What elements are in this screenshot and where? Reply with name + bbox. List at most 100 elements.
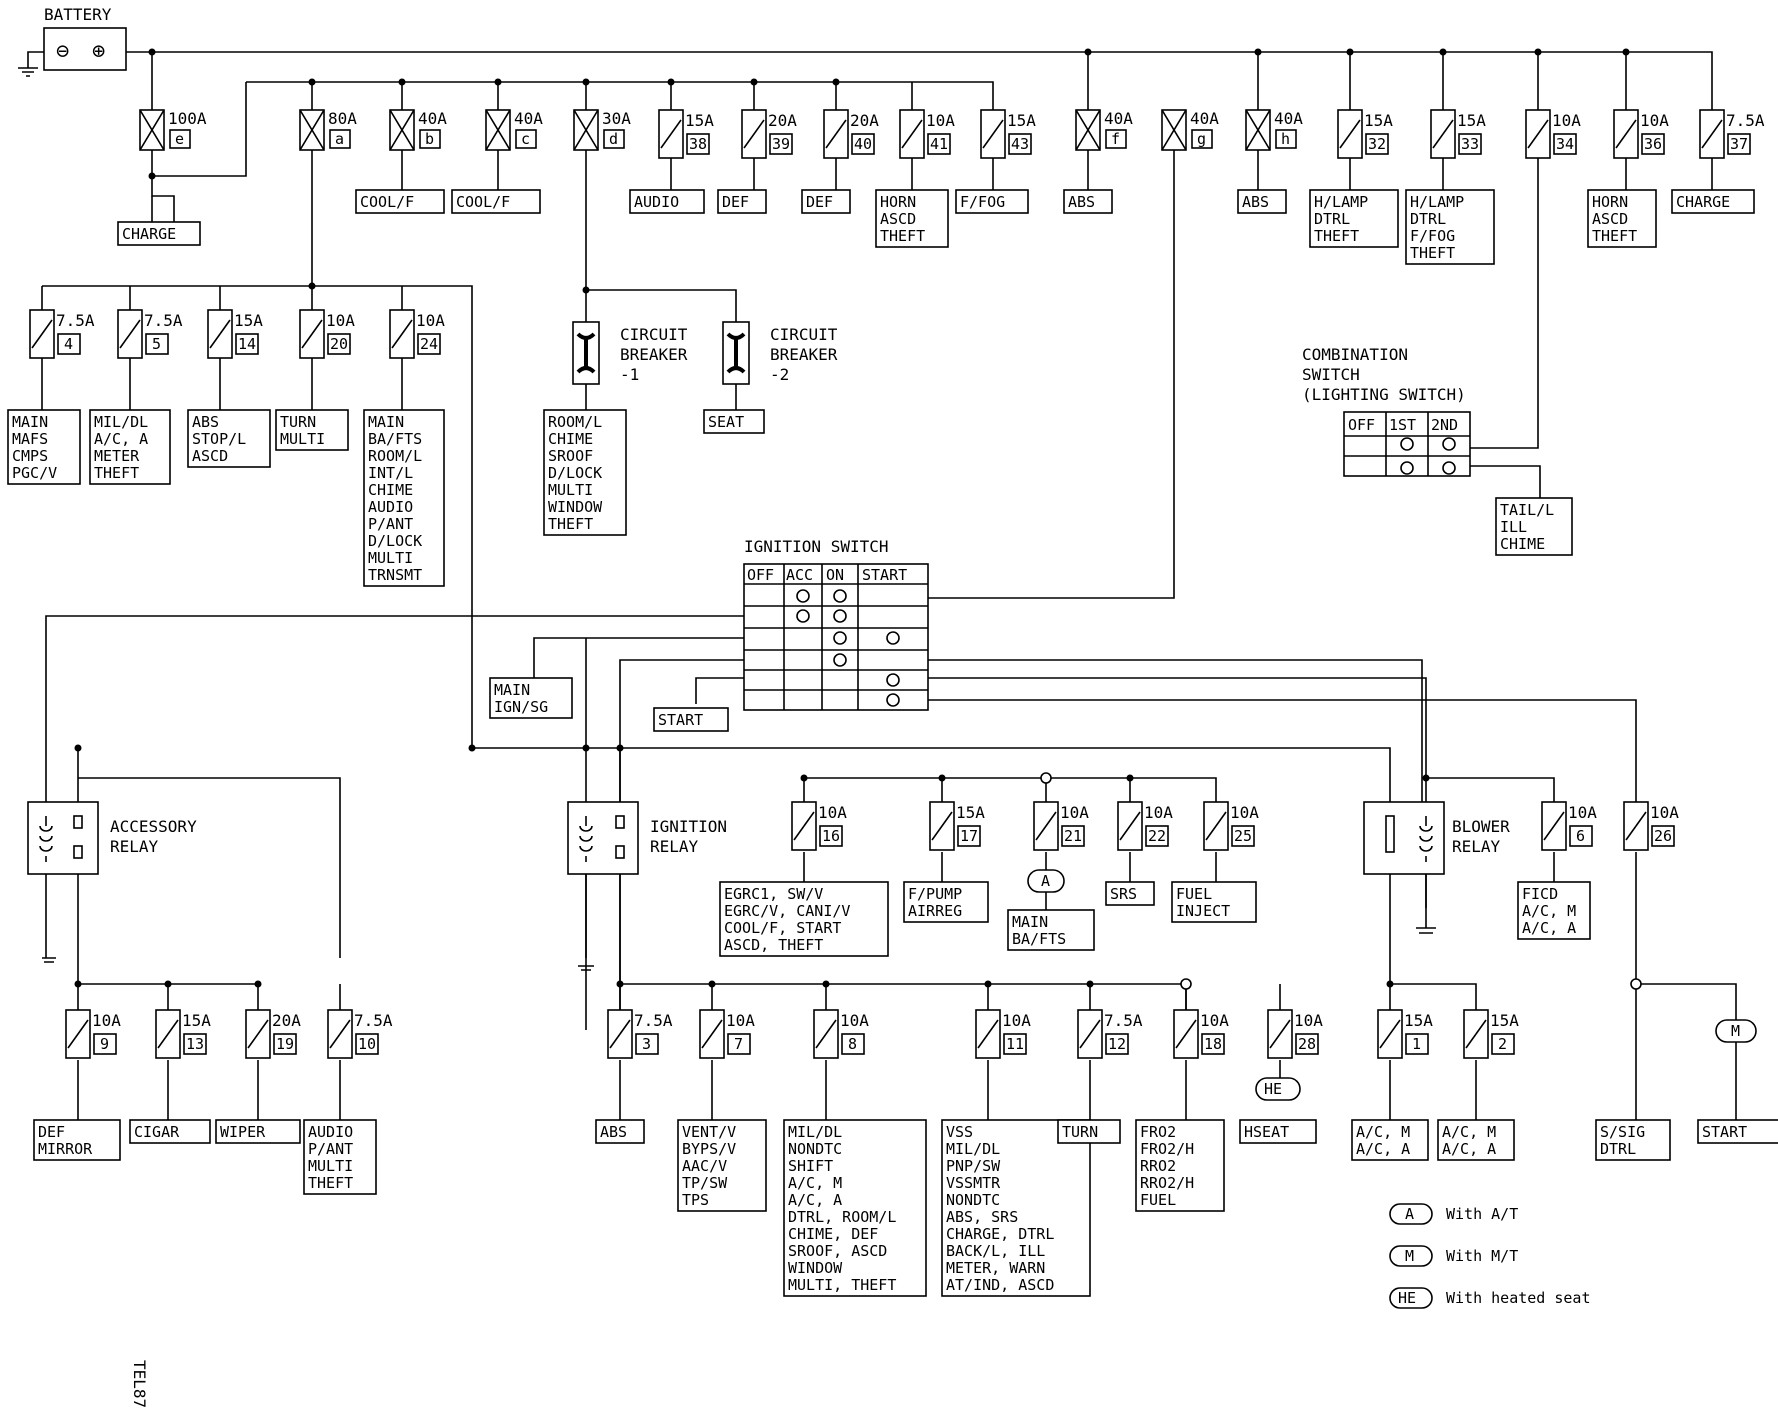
fuse-number: 13 — [186, 1035, 204, 1053]
load-box-srs: SRS — [1105, 881, 1155, 906]
fusible-link-amp: 40A — [1190, 109, 1219, 128]
load-label: WIPER — [220, 1123, 266, 1141]
fuse-amp: 20A — [850, 111, 879, 130]
load-label: AIRREG — [908, 902, 962, 920]
fuse-number: 11 — [1006, 1035, 1024, 1053]
option-mark-he: HE — [1255, 1077, 1301, 1101]
fuse-number: 28 — [1298, 1035, 1316, 1053]
option-mark-he-label: HE — [1264, 1080, 1282, 1098]
load-label: DEF — [38, 1123, 65, 1141]
fuse-amp: 15A — [956, 803, 985, 822]
load-label: ABS — [192, 413, 219, 431]
combination-switch-col-1st: 1ST — [1389, 416, 1416, 434]
load-box-wiper: WIPER — [215, 1119, 301, 1144]
load-label: HORN — [880, 193, 916, 211]
legend-mark-at: A — [1405, 1205, 1414, 1223]
fuse-number: 32 — [1368, 135, 1386, 153]
fuse-amp: 10A — [1002, 1011, 1031, 1030]
load-label: MULTI — [280, 430, 325, 448]
load-label: DTRL, ROOM/L — [788, 1208, 896, 1226]
load-label: S/SIG — [1600, 1123, 1645, 1141]
load-label: ABS — [600, 1123, 627, 1141]
fuse-amp: 10A — [1144, 803, 1173, 822]
circuit-breaker-1-line1: CIRCUIT — [620, 325, 688, 344]
fuse-number: 2 — [1498, 1035, 1507, 1053]
load-label: TURN — [1062, 1123, 1098, 1141]
load-label: FUEL — [1140, 1191, 1176, 1209]
load-label: THEFT — [880, 227, 925, 245]
fusible-link-number: g — [1197, 130, 1206, 148]
load-label: MULTI — [368, 549, 413, 567]
fuse-number: 7 — [734, 1035, 743, 1053]
load-label: THEFT — [1410, 244, 1455, 262]
accessory-relay-label2: RELAY — [110, 837, 159, 856]
load-label: TURN — [280, 413, 316, 431]
fuse-amp: 20A — [272, 1011, 301, 1030]
fuse-amp: 7.5A — [56, 311, 95, 330]
fuse-amp: 15A — [234, 311, 263, 330]
fuse-number: 16 — [822, 827, 840, 845]
load-label: SHIFT — [788, 1157, 833, 1175]
ignition-switch: IGNITION SWITCH OFF ACC ON START — [743, 537, 929, 711]
load-label: FRO2/H — [1140, 1140, 1194, 1158]
load-label: BYPS/V — [682, 1140, 736, 1158]
load-label: CIGAR — [134, 1123, 180, 1141]
blower-relay-label2: RELAY — [1452, 837, 1501, 856]
circuit-breaker-2-line3: -2 — [770, 365, 789, 384]
fusible-link-amp: 100A — [168, 109, 207, 128]
load-label: NONDTC — [788, 1140, 842, 1158]
load-label: A/C, A — [1522, 919, 1576, 937]
load-box-def2: DEF — [801, 189, 851, 214]
load-label: A/C, M — [1522, 902, 1576, 920]
fuse-number: 21 — [1064, 827, 1082, 845]
combination-switch-title2: SWITCH — [1302, 365, 1360, 384]
fuse-amp: 10A — [840, 1011, 869, 1030]
load-label: STOP/L — [192, 430, 246, 448]
load-box-start1: START — [653, 707, 729, 732]
fuse-amp: 10A — [92, 1011, 121, 1030]
fuse-number: 8 — [848, 1035, 857, 1053]
fuse-amp: 10A — [1640, 111, 1669, 130]
load-label: TPS — [682, 1191, 709, 1209]
fusible-link-amp: 40A — [1274, 109, 1303, 128]
fuse-amp: 10A — [1200, 1011, 1229, 1030]
fuse-number: 34 — [1556, 135, 1574, 153]
load-box-coolf2: COOL/F — [451, 189, 541, 214]
load-box-charge1: CHARGE — [117, 221, 201, 246]
load-label: MAIN — [12, 413, 48, 431]
legend-text-mt: With M/T — [1446, 1247, 1518, 1265]
load-label: A/C, M — [788, 1174, 842, 1192]
fusible-link-number: h — [1281, 130, 1290, 148]
load-label: ASCD — [192, 447, 228, 465]
fuse-amp: 10A — [1230, 803, 1259, 822]
fuse-number: 14 — [238, 335, 256, 353]
fuse-amp: 7.5A — [1726, 111, 1765, 130]
load-label: SROOF, ASCD — [788, 1242, 887, 1260]
fuse-amp: 7.5A — [144, 311, 183, 330]
fuse-amp: 10A — [326, 311, 355, 330]
legend-text-at: With A/T — [1446, 1205, 1518, 1223]
option-mark-mt-label: M — [1731, 1022, 1740, 1040]
combination-switch-title1: COMBINATION — [1302, 345, 1408, 364]
load-label: P/ANT — [308, 1140, 353, 1158]
fusible-link-number: c — [521, 130, 530, 148]
load-label: H/LAMP — [1314, 193, 1368, 211]
load-label: THEFT — [548, 515, 593, 533]
fuse-amp: 15A — [1490, 1011, 1519, 1030]
circuit-breaker-2-line2: BREAKER — [770, 345, 838, 364]
load-label: AUDIO — [634, 193, 679, 211]
load-label: ROOM/L — [368, 447, 422, 465]
load-label: ASCD — [880, 210, 916, 228]
